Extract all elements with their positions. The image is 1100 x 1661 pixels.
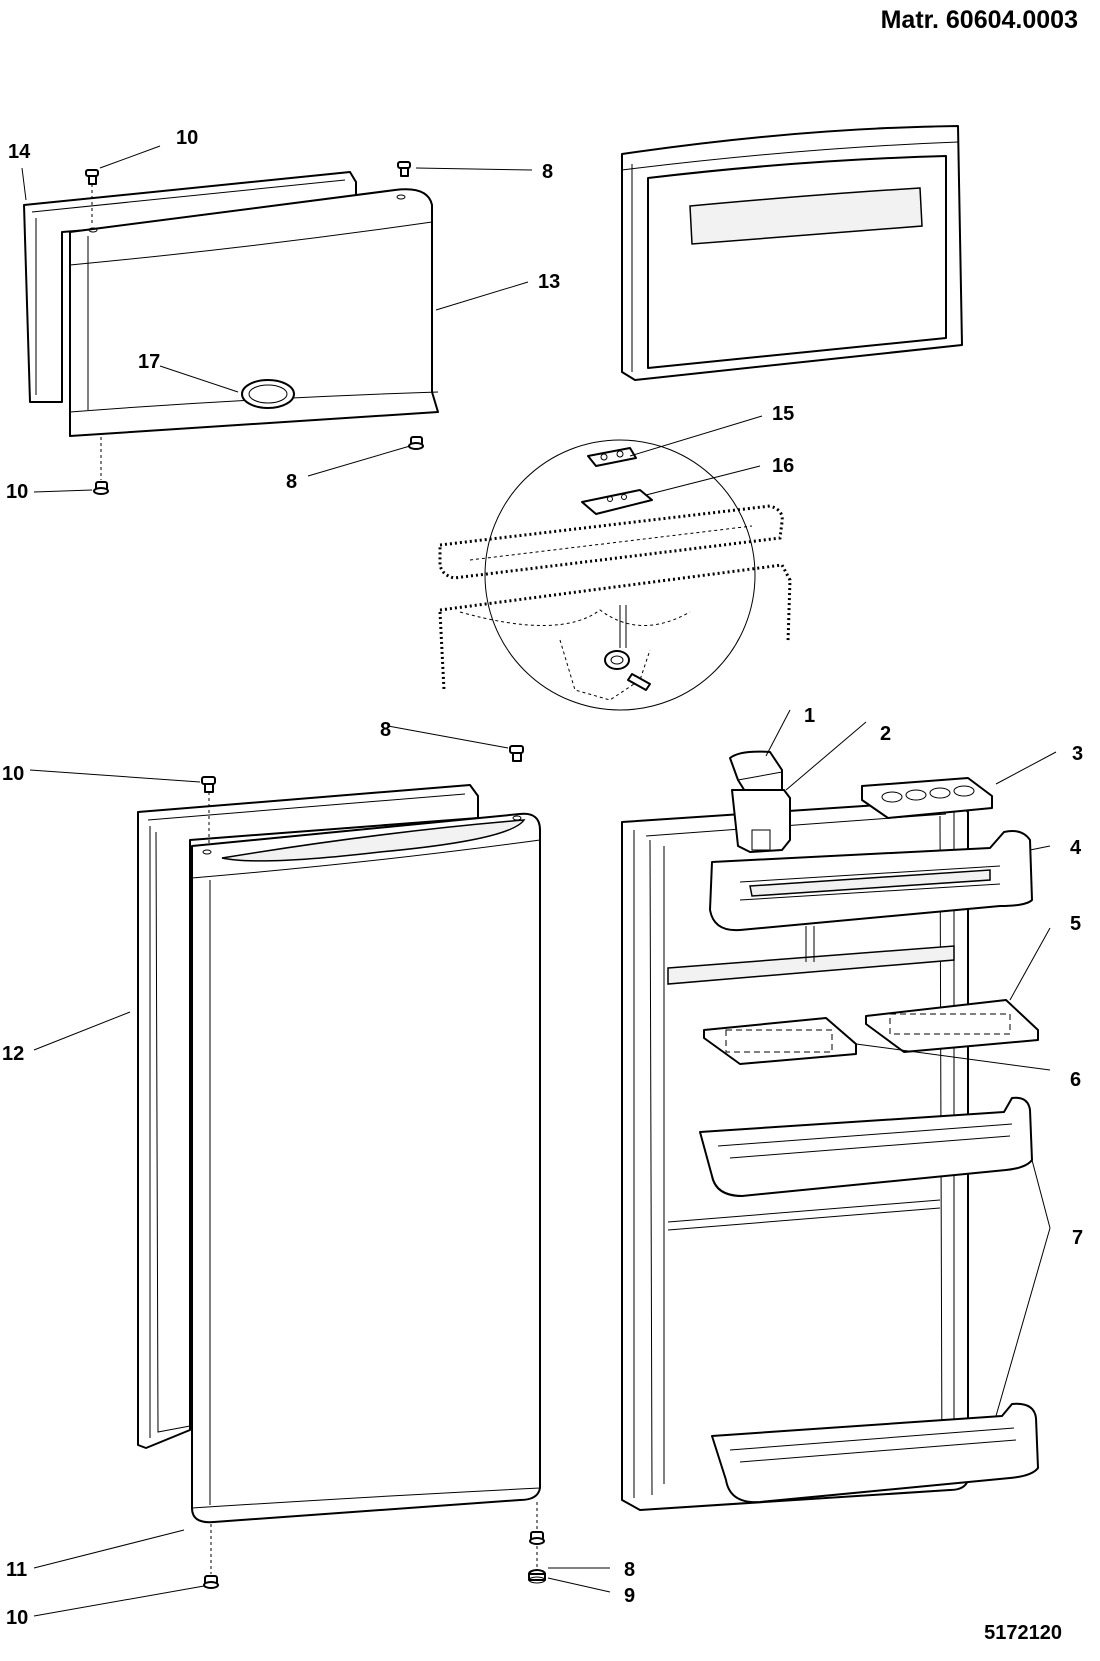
callout-15: 15 xyxy=(772,403,794,425)
fridge-hinge-screw-bottom-left xyxy=(203,1524,219,1589)
callout-10-fridge-top: 10 xyxy=(2,763,24,785)
callout-8-freezer-bottom: 8 xyxy=(286,471,297,493)
callout-2: 2 xyxy=(880,723,891,745)
callout-16: 16 xyxy=(772,455,794,477)
callout-3: 3 xyxy=(1072,743,1083,765)
dairy-cover-right xyxy=(865,999,1039,1053)
middle-door-shelf xyxy=(699,1096,1033,1197)
door-stop-bushing xyxy=(528,1569,546,1584)
freezer-door-badge xyxy=(241,379,295,409)
freezer-door-inner-view xyxy=(621,125,963,381)
fridge-door-inner-view xyxy=(621,750,1039,1511)
fridge-door-assembly xyxy=(137,745,546,1589)
callout-1: 1 xyxy=(804,705,815,727)
callout-8-top: 8 xyxy=(542,161,553,183)
freezer-hinge-screw-bottom-right xyxy=(408,436,424,450)
egg-tray xyxy=(861,777,993,819)
callout-17: 17 xyxy=(138,351,160,373)
callout-8-fridge-top: 8 xyxy=(380,719,391,741)
lock-plate xyxy=(581,489,653,515)
freezer-door xyxy=(69,188,439,437)
freezer-hinge-screw-top-right xyxy=(397,161,411,177)
top-door-shelf xyxy=(709,830,1033,932)
hinge-bracket xyxy=(587,447,637,467)
callout-7: 7 xyxy=(1072,1227,1083,1249)
fridge-hinge-screw-top-left xyxy=(201,776,216,846)
material-number: Matr. 60604.0003 xyxy=(880,6,1078,34)
leader-lines xyxy=(21,145,1057,1617)
callout-10-freezer-bottom: 10 xyxy=(6,481,28,503)
freezer-door-assembly xyxy=(23,161,439,495)
callout-5: 5 xyxy=(1070,913,1081,935)
callouts: 14 10 8 13 17 15 16 8 10 8 10 1 2 3 4 5 … xyxy=(2,127,1083,1629)
dairy-compartment xyxy=(731,789,791,853)
dairy-cover-left xyxy=(703,1017,857,1065)
fridge-hinge-screw-top-right xyxy=(509,745,524,762)
callout-14: 14 xyxy=(8,141,31,163)
callout-4: 4 xyxy=(1070,837,1082,859)
callout-12: 12 xyxy=(2,1043,24,1065)
callout-8-fridge-bottom: 8 xyxy=(624,1559,635,1581)
callout-11: 11 xyxy=(6,1559,27,1581)
callout-6: 6 xyxy=(1070,1069,1081,1091)
freezer-hinge-screw-bottom-left xyxy=(93,437,109,495)
callout-10-fridge-bottom: 10 xyxy=(6,1607,28,1629)
fridge-door-gasket xyxy=(137,784,479,1449)
fridge-door xyxy=(191,812,541,1524)
fridge-hinge-screw-bottom-right xyxy=(529,1502,545,1568)
freezer-hinge-screw-top-left xyxy=(85,169,99,225)
lock-detail xyxy=(438,439,792,711)
callout-9: 9 xyxy=(624,1585,635,1607)
drawing-number: 5172120 xyxy=(984,1622,1062,1644)
callout-10-top: 10 xyxy=(176,127,198,149)
callout-13: 13 xyxy=(538,271,560,293)
bottom-door-shelf xyxy=(711,1402,1039,1504)
